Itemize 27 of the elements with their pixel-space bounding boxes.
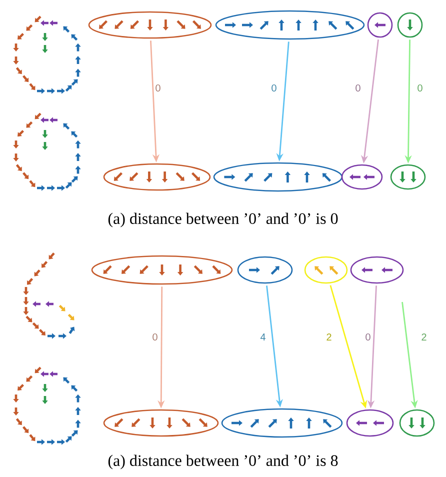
caption: (a) distance between ’0’ and ’0’ is 8 [108, 454, 338, 470]
arrow-sequence-ellipse [237, 256, 293, 284]
edge-label: 0 [364, 332, 372, 342]
arrow-sequence-ellipse [221, 408, 343, 438]
arrow-sequence-ellipse [103, 163, 211, 191]
arrow-sequence-ellipse [213, 162, 343, 192]
edge-label: 2 [325, 332, 333, 342]
arrow-sequence-ellipse [88, 11, 212, 39]
arrow-sequence-ellipse [397, 12, 423, 38]
edge-label: 0 [151, 332, 159, 342]
arrow-sequence-ellipse [346, 409, 394, 437]
arrow-sequence-ellipse [215, 10, 365, 40]
arrow-sequence-ellipse [304, 256, 348, 284]
arrow-sequence-ellipse [390, 164, 426, 190]
caption: (a) distance between ’0’ and ’0’ is 0 [108, 212, 338, 228]
edge-label: 2 [420, 332, 428, 342]
edge-label: 0 [416, 83, 424, 93]
edge-label: 0 [354, 83, 362, 93]
edge-label: 0 [154, 83, 162, 93]
arrow-sequence-ellipse [399, 409, 435, 437]
edge-label: 0 [270, 83, 278, 93]
edge-label: 4 [259, 332, 267, 342]
arrow-sequence-ellipse [103, 409, 219, 437]
arrow-sequence-ellipse [91, 255, 233, 285]
arrow-sequence-ellipse [367, 12, 393, 38]
arrow-sequence-ellipse [341, 164, 383, 190]
arrow-sequence-ellipse [350, 256, 404, 284]
